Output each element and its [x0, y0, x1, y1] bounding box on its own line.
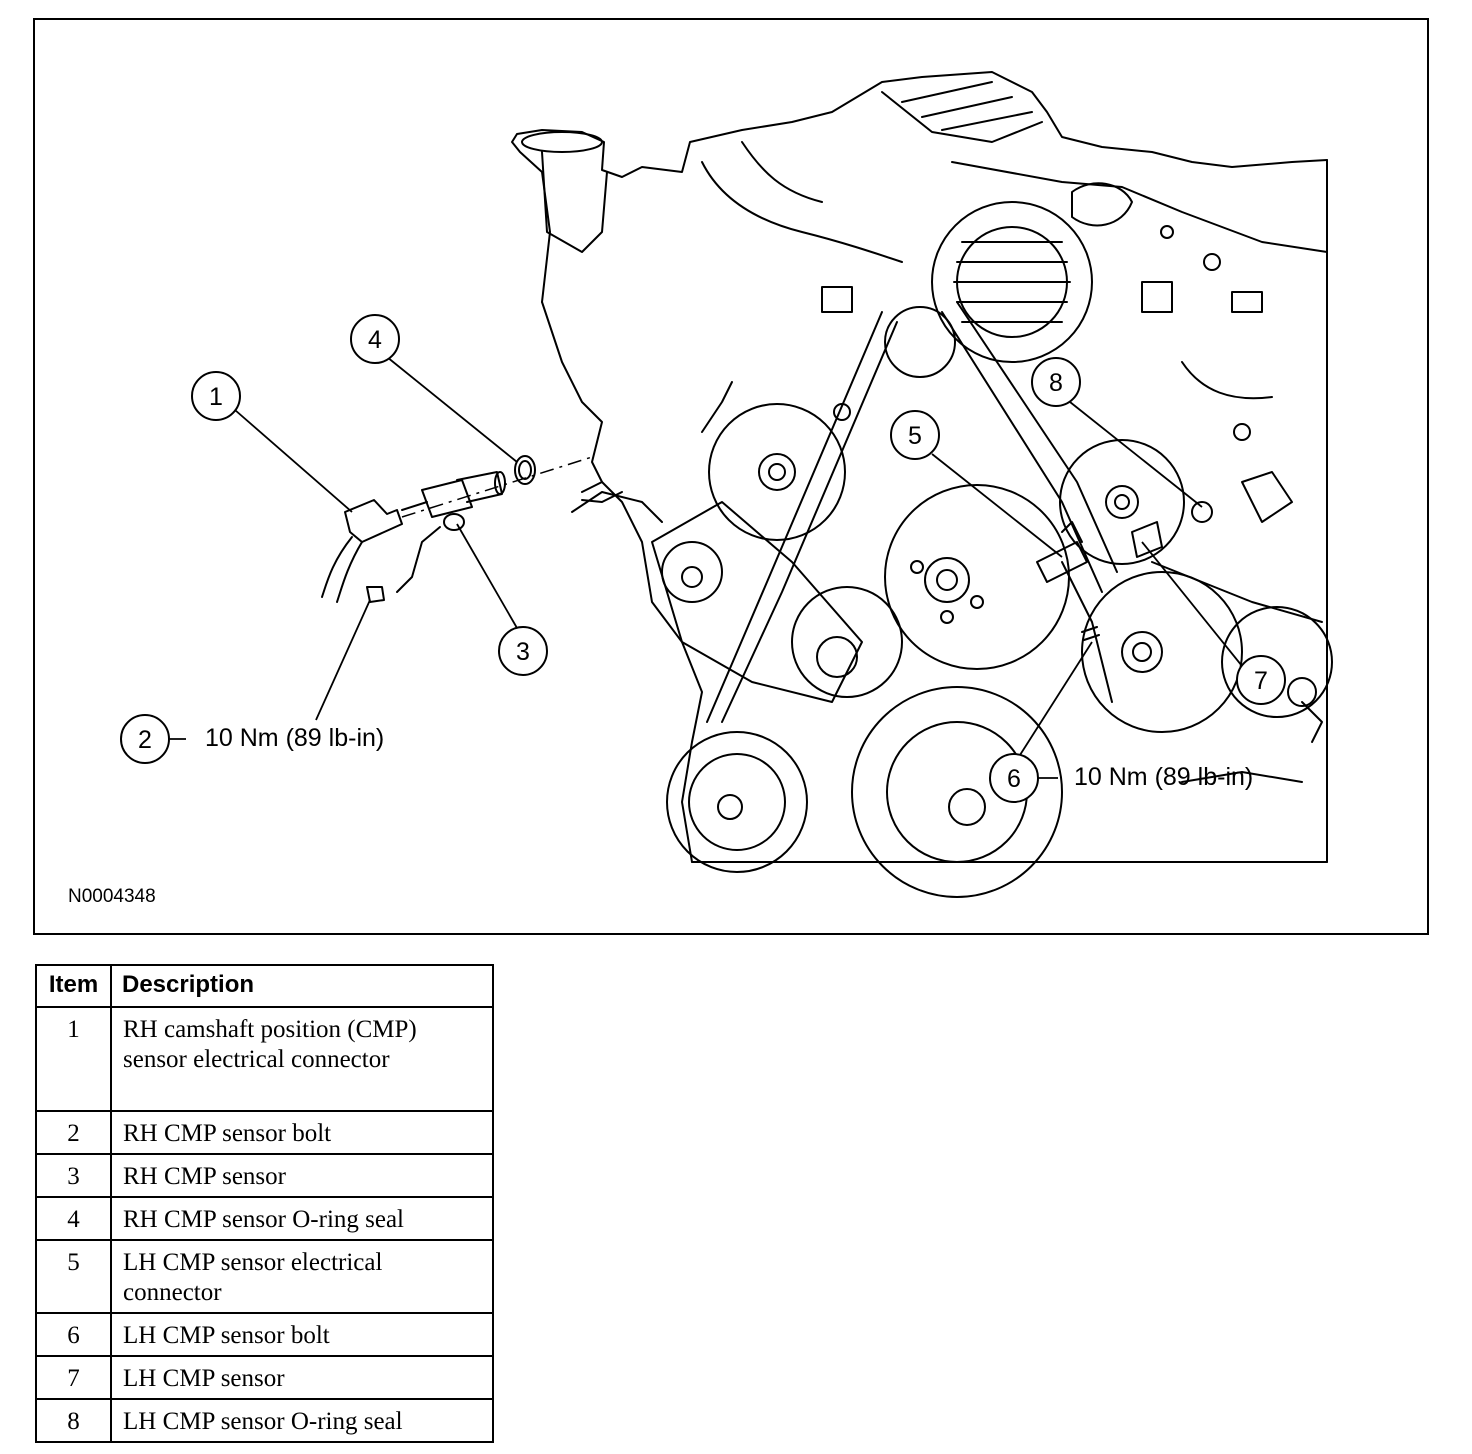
legend-item-number: 5: [35, 1239, 112, 1314]
legend-item-description: LH CMP sensor bolt: [110, 1312, 494, 1357]
legend-row: 5 LH CMP sensor electrical connector: [35, 1239, 494, 1314]
legend-item-number: 7: [35, 1355, 112, 1400]
callout-8: 8: [1031, 357, 1081, 407]
callout-7-label: 7: [1254, 667, 1268, 695]
legend-row: 6 LH CMP sensor bolt: [35, 1312, 494, 1357]
legend-item-description: LH CMP sensor O-ring seal: [110, 1398, 494, 1443]
legend-item-description: RH CMP sensor O-ring seal: [110, 1196, 494, 1241]
legend-item-number: 2: [35, 1110, 112, 1155]
legend-table: Item Description 1 RH camshaft position …: [35, 964, 494, 1443]
torque-spec-item-2: 10 Nm (89 lb-in): [205, 724, 385, 752]
callout-8-label: 8: [1049, 369, 1063, 397]
callout-3-label: 3: [516, 638, 530, 666]
callout-1: 1: [191, 371, 241, 421]
engine-line-art: [321, 71, 1333, 898]
legend-row: 7 LH CMP sensor: [35, 1355, 494, 1400]
callout-4-label: 4: [368, 326, 382, 354]
legend-row: 8 LH CMP sensor O-ring seal: [35, 1398, 494, 1443]
legend-item-number: 6: [35, 1312, 112, 1357]
leader-lines: [168, 356, 1243, 779]
legend-row: 2 RH CMP sensor bolt: [35, 1110, 494, 1155]
callout-1-label: 1: [209, 383, 223, 411]
sensor-centerline: [401, 456, 593, 518]
legend-header-description: Description: [110, 964, 494, 1008]
legend-header-item: Item: [35, 964, 112, 1008]
callout-4: 4: [350, 314, 400, 364]
legend-item-number: 8: [35, 1398, 112, 1443]
callout-7: 7: [1236, 655, 1286, 705]
legend-item-number: 3: [35, 1153, 112, 1198]
callout-3: 3: [498, 626, 548, 676]
legend-item-number: 4: [35, 1196, 112, 1241]
legend-item-description: LH CMP sensor electrical connector: [110, 1239, 494, 1314]
figure-id: N0004348: [68, 886, 156, 907]
legend-row: 3 RH CMP sensor: [35, 1153, 494, 1198]
callout-bubbles: 1 2 3 4 5 6 7: [120, 314, 1286, 803]
legend-row: 1 RH camshaft position (CMP) sensor elec…: [35, 1006, 494, 1112]
callout-5: 5: [890, 410, 940, 460]
legend-item-description: RH CMP sensor bolt: [110, 1110, 494, 1155]
callout-2: 2: [120, 714, 170, 764]
legend-item-description: RH CMP sensor: [110, 1153, 494, 1198]
callout-2-label: 2: [138, 726, 152, 754]
engine-figure: 1 2 3 4 5 6 7: [33, 18, 1429, 935]
legend-row: 4 RH CMP sensor O-ring seal: [35, 1196, 494, 1241]
callout-6: 6: [989, 753, 1039, 803]
torque-spec-item-6: 10 Nm (89 lb-in): [1074, 763, 1254, 791]
legend-header-row: Item Description: [35, 964, 494, 1008]
callout-6-label: 6: [1007, 765, 1021, 793]
legend-item-number: 1: [35, 1006, 112, 1112]
engine-illustration: 1 2 3 4 5 6 7: [120, 71, 1333, 898]
callout-5-label: 5: [908, 422, 922, 450]
legend-item-description: LH CMP sensor: [110, 1355, 494, 1400]
legend-item-description: RH camshaft position (CMP) sensor electr…: [110, 1006, 494, 1112]
